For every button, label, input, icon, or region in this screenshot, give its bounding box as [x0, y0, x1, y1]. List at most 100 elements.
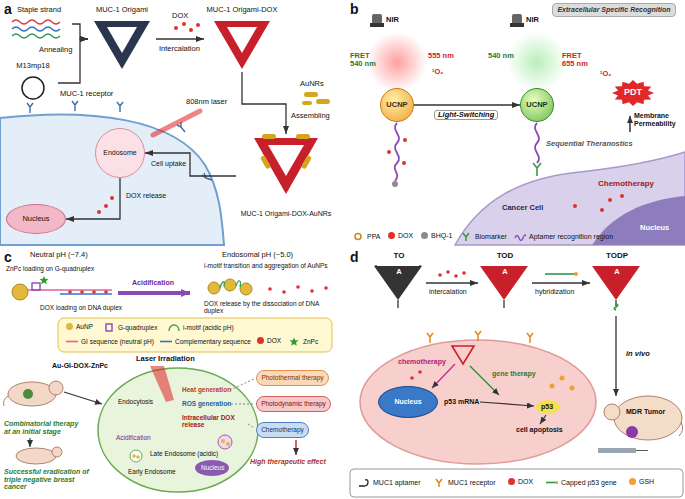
legend-text: GSH: [639, 478, 654, 486]
legend-item: DOX: [257, 337, 281, 344]
therapy-box: Chemotherapy: [256, 422, 309, 438]
edge-label: Light-Switching: [434, 110, 498, 120]
legend-text: Capped p53 gene: [561, 479, 617, 487]
text-label: ROS generation: [182, 400, 231, 407]
therapy-box: Photothermal therapy: [256, 370, 329, 386]
node-label: MUC-1 Origami-DOX-AuNRs: [241, 210, 332, 218]
legend-text: ZnPc: [303, 338, 318, 345]
text-label: 555 nm: [428, 52, 454, 60]
text-label: DOX loading on DNA duplex: [40, 304, 122, 311]
legend-text: Aptamer recognition region: [529, 233, 613, 241]
text-label: NIR: [526, 16, 539, 24]
legend-swatch: [508, 478, 515, 485]
legend-text: DOX: [518, 478, 533, 486]
legend-text: MUC1 receptor: [448, 479, 495, 487]
origami-aunr-triangle: MUC-1 Origami-DOX-AuNRs: [236, 134, 336, 218]
node-label: Staple strand: [17, 6, 61, 14]
arrow-connector: [145, 153, 236, 176]
legend-text: G-quadruplex: [118, 324, 157, 331]
legend-item: PPA: [352, 232, 381, 241]
node-label: MUC-1 Origami: [96, 6, 148, 14]
legend-icon: [168, 323, 180, 332]
legend-item: GI sequence (neutral pH): [66, 337, 154, 346]
legend-swatch: [257, 337, 264, 344]
legend-item: DOX: [388, 232, 413, 240]
header-box: Extracellular Specific Recognition: [552, 3, 676, 17]
text-label: i-motif transition and aggregation of Au…: [204, 262, 338, 269]
origami-todp: TODP A: [590, 252, 644, 314]
legend-item: Complementary sequence: [160, 337, 251, 346]
triangle-mark: A: [478, 268, 532, 276]
text-label: Acidification: [132, 279, 174, 287]
text-label: Endosomal pH (~5.0): [222, 251, 293, 259]
triangle-name: TODP: [590, 252, 644, 261]
origami-dox-triangle: MUC-1 Origami-DOX: [204, 6, 280, 72]
legend-item: Biomarker: [460, 232, 507, 241]
text-label: DOX: [172, 12, 188, 20]
therapy-box: Photodynamic therapy: [256, 396, 331, 412]
edge-label: Assembling: [290, 112, 331, 120]
legend-text: PPA: [367, 233, 381, 241]
text-label: Au-GI-DOX-ZnPc: [52, 362, 108, 370]
pdt-burst: PDT: [612, 80, 654, 106]
legend-icon: [160, 337, 172, 346]
legend-text: i-motif (acidic pH): [183, 324, 234, 331]
arrow-connector: [242, 72, 286, 134]
legend-icon: [433, 478, 445, 487]
arrow-connector: [72, 24, 88, 39]
triangle-mark: A: [590, 268, 644, 276]
legend-icon: [358, 478, 370, 487]
text-label: Neutral pH (~7.4): [30, 251, 88, 259]
legend-item: BHQ-1: [421, 232, 452, 240]
text-label: c: [4, 250, 12, 265]
legend-item: Capped p53 gene: [546, 478, 617, 487]
arrow-connector: [66, 178, 120, 219]
nucleus-ellipse: Nucleus: [378, 386, 438, 418]
node-label: Chemotherapy: [261, 426, 304, 433]
text-label: High therapeutic effect: [250, 458, 326, 466]
text-label: Successful eradication of triple negativ…: [4, 468, 98, 491]
node-label: M13mp18: [16, 62, 49, 70]
text-label: Endocytosis: [118, 398, 153, 405]
legend-text: Biomarker: [475, 233, 507, 241]
text-label: DOX release by the dissociation of DNA d…: [204, 300, 338, 314]
endosome-circle: Endosome: [95, 128, 145, 178]
text-label: 540 nm: [488, 52, 514, 60]
edge-label: Cell uptake: [150, 160, 187, 168]
legend-swatch: [629, 478, 636, 485]
legend-item: ZnPc: [288, 337, 318, 346]
text-label: p53 mRNA: [444, 398, 479, 406]
node-label: Nucleus: [394, 398, 421, 406]
edge-label: hybridization: [534, 288, 575, 296]
scaffold-loop: M13mp18: [8, 62, 58, 104]
legend-item: MUC1 receptor: [433, 478, 495, 487]
text-label: FRET 540 nm: [350, 52, 380, 69]
legend-text: BHQ-1: [431, 232, 452, 240]
text-label: AuNRs: [300, 80, 324, 88]
legend-icon: [66, 337, 78, 346]
text-label: p53: [541, 403, 553, 411]
edge-label: Annealing: [38, 46, 73, 54]
arrow-connector: [426, 282, 478, 283]
text-label: Sequential Theranostics: [546, 140, 633, 148]
text-label: Early Endosome: [128, 468, 176, 475]
node-label: MUC-1 Origami-DOX: [207, 6, 278, 14]
node-label: Endosome: [103, 149, 136, 157]
legend-icon: [546, 478, 558, 487]
legend-icon: [352, 232, 364, 241]
text-label: 808nm laser: [186, 98, 227, 106]
text-label: gene therapy: [492, 370, 536, 378]
burst-shape: [612, 80, 654, 106]
text-label: MUC-1 receptor: [60, 90, 113, 98]
text-label: Acidification: [116, 434, 151, 441]
legend-icon: [103, 323, 115, 332]
text-label: MDR Tumor: [626, 408, 665, 416]
text-label: cell apoptosis: [516, 426, 563, 434]
node-label: UCNP: [526, 101, 547, 109]
text-label: Combinatorial therapy at an initial stag…: [4, 420, 84, 435]
legend-item: G-quadruplex: [103, 323, 157, 332]
arrow-connector: [414, 104, 520, 105]
legend-icon: [460, 232, 472, 241]
edge-label: intercalation: [428, 288, 468, 296]
text-label: Laser Irradiation: [136, 355, 195, 363]
